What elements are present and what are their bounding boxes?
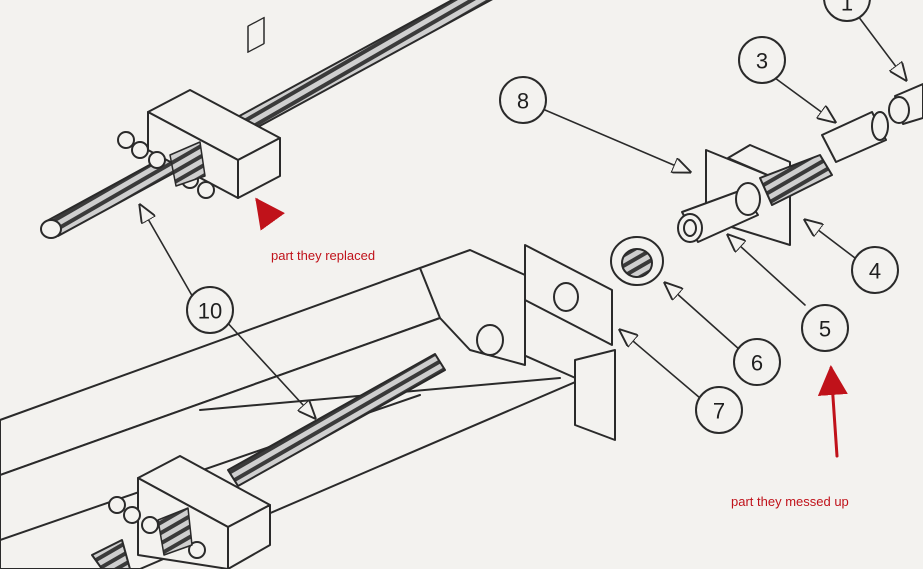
callout-10: 10: [198, 299, 222, 324]
callout-1: 1: [841, 0, 853, 16]
lower-nut-block: [108, 455, 271, 569]
callout-circle-3: [738, 36, 786, 84]
callout-circle-7: [695, 386, 743, 434]
upper-lead-screw: [40, 0, 493, 239]
annotation-messed-up: part they messed up: [731, 494, 849, 509]
red-annotation-arrows: [255, 197, 848, 458]
callout-circle-6: [733, 338, 781, 386]
callout-circle-10: [186, 286, 234, 334]
callout-8: 8: [517, 89, 529, 114]
frame-end-bracket: [419, 244, 616, 441]
lower-lead-screw: [91, 353, 446, 569]
callout-6: 6: [751, 351, 763, 376]
annotation-replaced: part they replaced: [271, 248, 376, 263]
callout-3: 3: [756, 49, 768, 74]
callout-circle-8: [499, 76, 547, 124]
bearing-ring: [610, 236, 664, 286]
arrow-messed-up: [817, 365, 848, 458]
arrow-replaced: [255, 197, 285, 231]
end-pin: [888, 83, 923, 125]
callout-circle-1: [823, 0, 871, 22]
leader-lines: [140, 11, 906, 418]
callout-circle-5: [801, 304, 849, 352]
callout-5: 5: [819, 317, 831, 342]
callout-7: 7: [713, 399, 725, 424]
flange-bearing-assembly: [677, 111, 889, 246]
upper-nut-block: [117, 16, 281, 199]
callout-4: 4: [869, 259, 881, 284]
callout-circle-4: [851, 246, 899, 294]
callout-circles: [186, 0, 899, 434]
